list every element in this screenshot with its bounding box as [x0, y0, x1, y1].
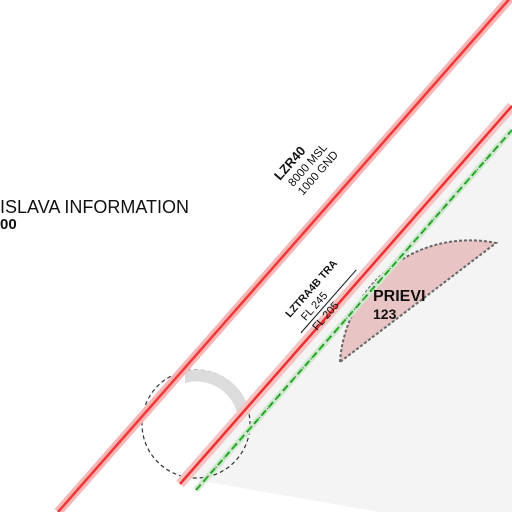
fir-name-label[interactable]: ISLAVA INFORMATION [0, 197, 189, 217]
lzr40-label-group: LZR40 8000 MSL 1000 GND [271, 141, 341, 197]
zone-name-label[interactable]: PRIEVI [373, 288, 425, 305]
fir-frequency-label: 00 [0, 216, 17, 233]
tra-limit-divider [300, 269, 357, 334]
tra-boundary[interactable] [179, 105, 512, 485]
fir-boundary[interactable] [195, 129, 512, 491]
lzr40-boundary[interactable] [57, 0, 512, 512]
zone-frequency-label: 123 [373, 306, 397, 322]
